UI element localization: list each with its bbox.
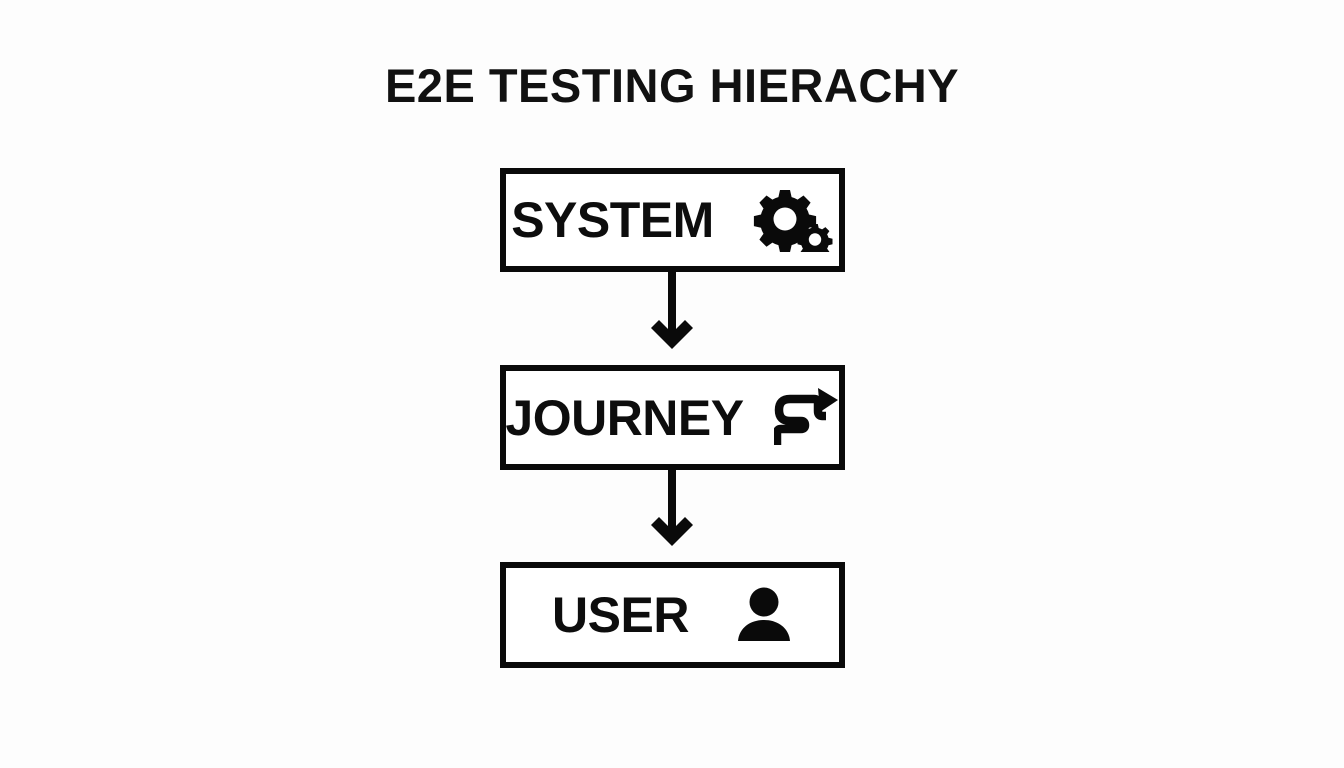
node-label-system: SYSTEM [511, 192, 714, 248]
node-box-journey[interactable]: JOURNEY [500, 365, 845, 470]
gears-icon [750, 188, 834, 252]
node-box-system[interactable]: SYSTEM [500, 168, 845, 272]
person-icon [735, 586, 793, 644]
node-label-journey: JOURNEY [505, 389, 744, 446]
winding-path-arrow-icon [773, 387, 840, 448]
page-title: E2E TESTING HIERACHY [384, 59, 960, 112]
arrow-down-icon [651, 272, 693, 349]
node-box-user[interactable]: USER [500, 562, 845, 668]
node-label-user: USER [552, 587, 689, 643]
connector-arrow-system-to-journey [645, 272, 699, 365]
arrow-down-icon [651, 470, 693, 546]
connector-arrow-journey-to-user [645, 470, 699, 562]
